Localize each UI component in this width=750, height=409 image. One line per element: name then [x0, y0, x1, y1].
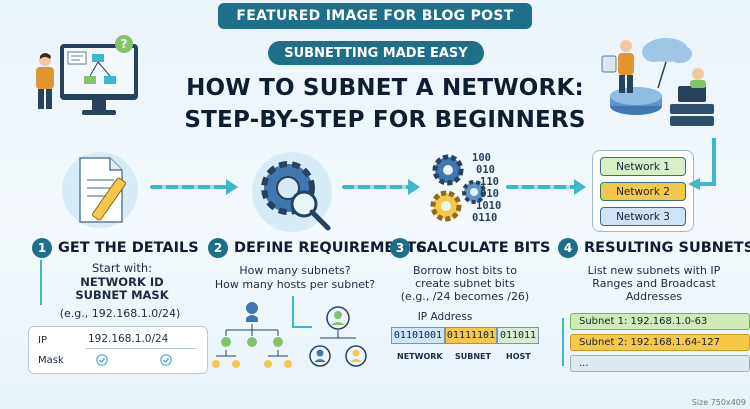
return-arrow-head [688, 178, 700, 190]
step-4-line-1: List new subnets with IP [587, 264, 721, 277]
step-3-line-1: Borrow host bits to [413, 264, 517, 277]
check-icon [96, 354, 108, 366]
check-icon [160, 354, 172, 366]
person-icon [36, 53, 54, 109]
step-1-heading: 1 GET THE DETAILS [32, 238, 199, 258]
step-3-line-3: (e.g., /24 becomes /26) [400, 290, 530, 303]
step-4-line-2: Ranges and Broadcast [592, 277, 716, 290]
step-3-number: 3 [390, 238, 410, 258]
host-bits-label: HOST [506, 352, 531, 361]
step-3-title: CALCULATE BITS [416, 240, 551, 256]
step-1-number: 1 [32, 238, 52, 258]
step-1-line-3: SUBNET MASK [75, 288, 169, 302]
step-2-connector-h [292, 326, 312, 328]
network-bits-label: NETWORK [397, 352, 443, 361]
flow-arrow-3 [506, 179, 586, 195]
step-1-line-1: Start with: [91, 261, 153, 275]
network-bits: 01101001 [391, 327, 445, 344]
page-title-line2: STEP-BY-STEP FOR BEGINNERS [184, 107, 586, 133]
size-note: Size 750x409 [691, 398, 746, 407]
step-3-heading: 3 CALCULATE BITS [390, 238, 550, 258]
step-1-title: GET THE DETAILS [58, 240, 199, 256]
svg-text:?: ? [121, 37, 128, 51]
step-2-line-2: How many hosts per subnet? [214, 278, 376, 291]
page-title-line1: HOW TO SUBNET A NETWORK: [186, 75, 584, 101]
ip-mask-card [28, 326, 208, 374]
step-1-line-2: NETWORK ID [80, 275, 164, 289]
network-1-box: Network 1 [600, 157, 686, 176]
step-1-line-4: (e.g., 192.168.1.0/24) [59, 307, 181, 320]
network-2-box: Network 2 [600, 182, 686, 201]
subnet-bits: 01111101 [445, 327, 497, 344]
ip-value: 192.168.1.0/24 [88, 333, 169, 345]
step-2-connector [292, 296, 294, 326]
ip-underline [86, 348, 196, 349]
step-2-title: DEFINE REQUIREMENTS [234, 240, 427, 256]
users-icon [309, 306, 367, 367]
subnet-2-row: Subnet 2: 192.168.1.64-127 [570, 334, 750, 351]
step-4-line-3: Addresses [625, 290, 683, 303]
step-4-connector [562, 318, 564, 366]
ip-label: IP [38, 335, 47, 346]
return-arrow-vertical [712, 138, 716, 186]
return-arrow-horizontal [700, 182, 716, 186]
subnet-1-row: Subnet 1: 192.168.1.0-63 [570, 313, 750, 330]
step-4-title: RESULTING SUBNETS [584, 240, 750, 256]
network-3-box: Network 3 [600, 207, 686, 226]
mask-label: Mask [38, 355, 64, 366]
featured-banner: FEATURED IMAGE FOR BLOG POST [218, 3, 532, 29]
ip-address-caption: IP Address [417, 311, 473, 323]
monitor-diagram-icon: ? [60, 35, 138, 115]
gear-magnifier-icon [252, 152, 332, 232]
step-1-connector [40, 260, 42, 305]
document-pencil-icon [62, 152, 138, 228]
step-2-heading: 2 DEFINE REQUIREMENTS [208, 238, 427, 258]
ip-bits-row: 01101001 01111101 011011 [391, 327, 539, 344]
binary-text: 100 010 110 010 1010 0110 [472, 152, 502, 224]
hierarchy-icon [212, 302, 292, 368]
subtitle-pill: SUBNETTING MADE EASY [268, 41, 484, 65]
gears-binary-icon [430, 154, 486, 222]
cloud-router-icon [601, 38, 714, 126]
flow-arrow-2 [342, 179, 420, 195]
step-4-heading: 4 RESULTING SUBNETS [558, 238, 750, 258]
host-bits: 011011 [497, 327, 539, 344]
step-2-number: 2 [208, 238, 228, 258]
step-3-line-2: create subnet bits [415, 277, 515, 290]
step-4-number: 4 [558, 238, 578, 258]
step-2-line-1: How many subnets? [239, 264, 351, 277]
flow-arrow-1 [150, 179, 238, 195]
subnet-bits-label: SUBNET [455, 352, 491, 361]
subnet-3-row: ... [570, 355, 750, 372]
